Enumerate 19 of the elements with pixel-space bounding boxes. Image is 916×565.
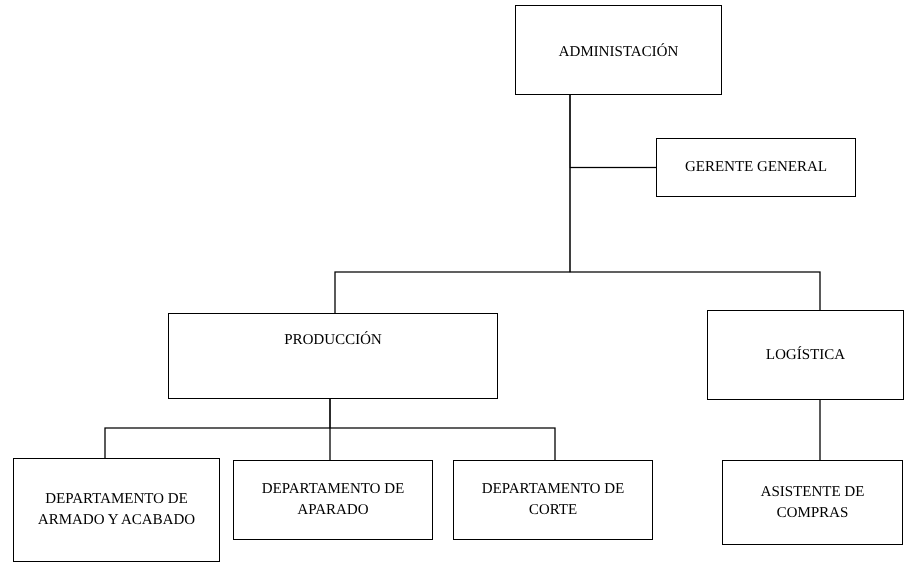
box-label: LOGÍSTICA: [766, 345, 846, 364]
box-label: GERENTE GENERAL: [684, 158, 828, 177]
org-box: [515, 5, 722, 95]
box-label: DEPARTAMENTO DE ARMADO Y ACABADO: [36, 490, 196, 530]
org-box: [168, 313, 498, 399]
box-label: PRODUCCIÓN: [284, 330, 382, 350]
org-box: [233, 460, 433, 540]
box-label: ASISTENTE DE COMPRAS: [760, 482, 866, 522]
org-box: [13, 458, 220, 562]
connector-line: [819, 400, 821, 460]
org-box: [707, 310, 904, 400]
box-label: DEPARTAMENTO DE APARADO: [260, 480, 406, 520]
org-box: [453, 460, 653, 540]
box-label: DEPARTAMENTO DE CORTE: [480, 480, 626, 520]
org-box: [656, 138, 856, 197]
org-box: [722, 460, 903, 545]
connector-line: [569, 95, 821, 310]
connector-line: [329, 399, 556, 460]
box-label: ADMINISTACIÓN: [558, 42, 678, 62]
